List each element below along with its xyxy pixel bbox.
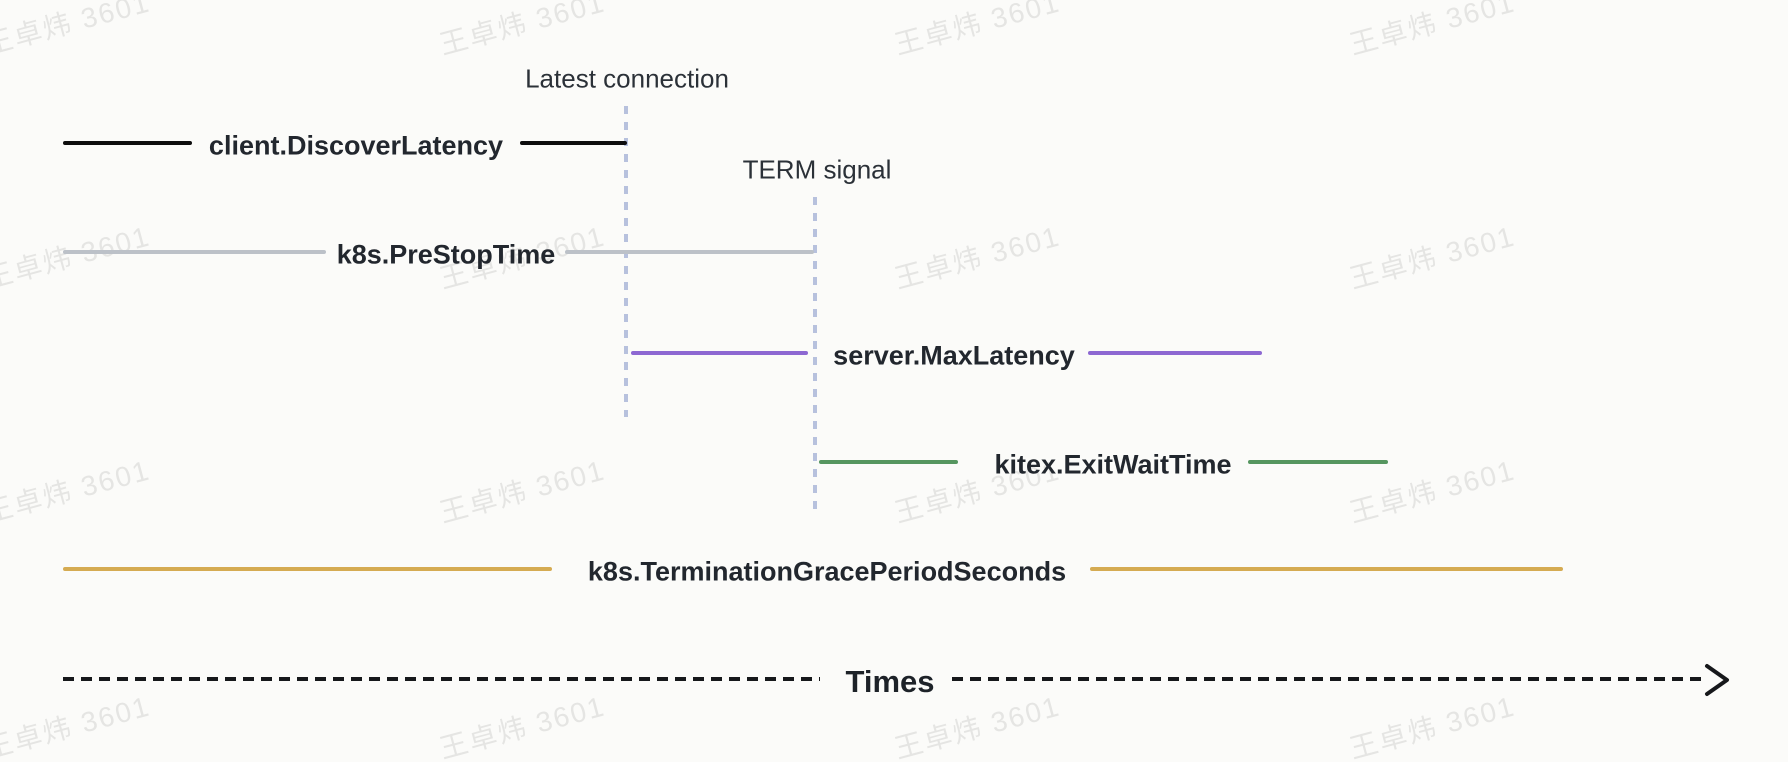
line-label: k8s.TerminationGracePeriodSeconds (587, 556, 1067, 587)
watermark-text: 王卓炜 3601 (0, 220, 154, 295)
arrow-right-icon (1705, 664, 1729, 696)
watermark-text: 王卓炜 3601 (1346, 690, 1519, 762)
watermark-text: 王卓炜 3601 (0, 454, 154, 529)
line-segment (520, 141, 627, 145)
line-label: k8s.PreStopTime (336, 239, 556, 270)
line-label: server.MaxLatency (833, 340, 1075, 371)
watermark-text: 王卓炜 3601 (891, 220, 1064, 295)
line-segment (1248, 460, 1388, 464)
latest-connection-label: Latest connection (525, 63, 729, 94)
watermark-text: 王卓炜 3601 (436, 0, 609, 61)
line-label: client.DiscoverLatency (208, 130, 504, 161)
watermark-text: 王卓炜 3601 (891, 0, 1064, 61)
line-segment (1088, 351, 1262, 355)
line-segment (631, 351, 808, 355)
watermark-text: 王卓炜 3601 (0, 690, 154, 762)
term-signal-label: TERM signal (742, 154, 892, 185)
watermark-text: 王卓炜 3601 (1346, 220, 1519, 295)
line-segment (819, 460, 958, 464)
time-axis-dashes (952, 677, 1706, 681)
term-signal-guide-line (813, 197, 817, 511)
latest-connection-guide-line (624, 106, 628, 417)
time-axis-label: Times (845, 664, 935, 699)
watermark-text: 王卓炜 3601 (0, 0, 154, 61)
watermark-text: 王卓炜 3601 (436, 454, 609, 529)
line-segment (63, 250, 326, 254)
line-label: kitex.ExitWaitTime (994, 449, 1232, 480)
line-segment (565, 250, 814, 254)
line-segment (63, 141, 192, 145)
watermark-text: 王卓炜 3601 (436, 690, 609, 762)
line-segment (1090, 567, 1563, 571)
time-axis-dashes (63, 677, 820, 681)
line-segment (63, 567, 552, 571)
watermark-text: 王卓炜 3601 (1346, 0, 1519, 61)
